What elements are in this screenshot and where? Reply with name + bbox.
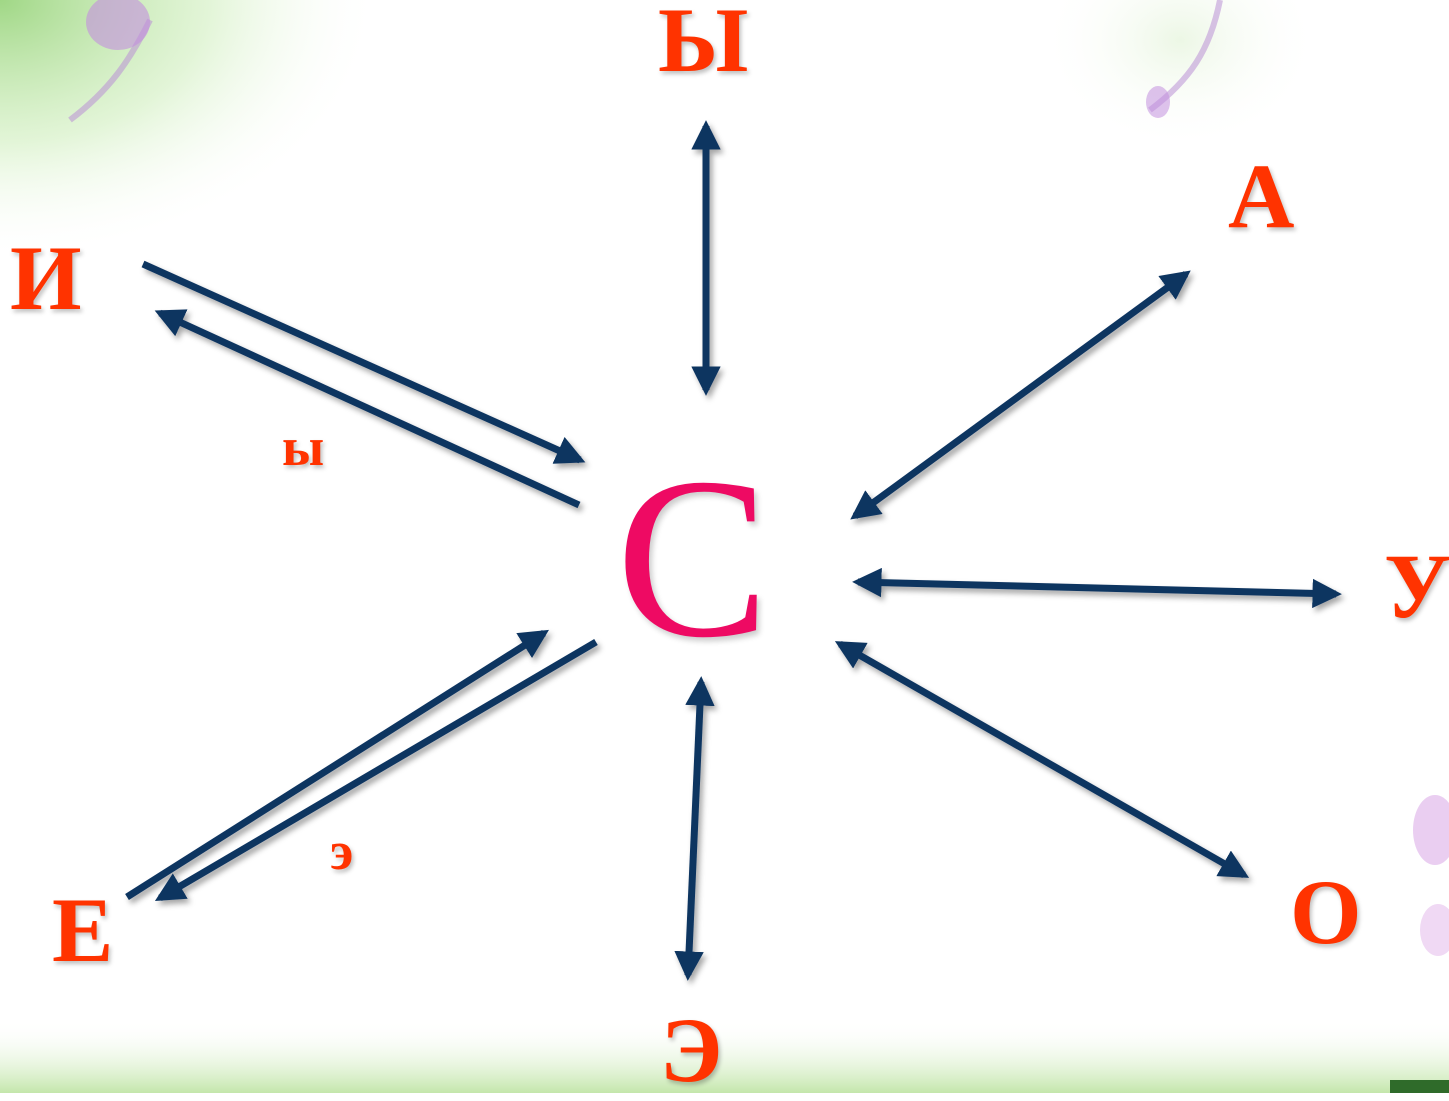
- arrow-lower-left-inbound: [125, 629, 549, 900]
- vowel-lower-left-label: Е: [52, 879, 114, 981]
- lower-left-note-label: э: [330, 821, 354, 881]
- arrow-lower-right: [834, 640, 1250, 879]
- vowel-lower-right-label: О: [1290, 861, 1362, 963]
- arrow-lower-left-outbound: [154, 638, 598, 902]
- arrow-upper-right: [850, 270, 1191, 520]
- center-consonant-label: С: [616, 430, 770, 685]
- arrow-right: [852, 567, 1342, 609]
- vowel-upper-left-label: И: [10, 227, 82, 329]
- flower-bud-decoration: [1146, 86, 1170, 118]
- vowel-right-label: У: [1384, 535, 1449, 637]
- arrows-group: [125, 120, 1342, 981]
- vowel-upper-right-label: А: [1228, 145, 1295, 247]
- arrow-bottom: [674, 676, 715, 981]
- arrow-upper-left-outbound: [154, 309, 581, 509]
- flower-petal-decoration: [1413, 795, 1449, 865]
- vowel-bottom-label: Э: [660, 999, 723, 1101]
- corner-bar-decoration: [1390, 1080, 1449, 1093]
- upper-left-note-label: ы: [282, 417, 325, 477]
- vowel-top-label: Ы: [658, 0, 749, 91]
- arrow-upper-left-inbound: [141, 260, 586, 464]
- flower-petal-decoration: [1420, 904, 1449, 956]
- flower-bud-decoration: [86, 0, 150, 50]
